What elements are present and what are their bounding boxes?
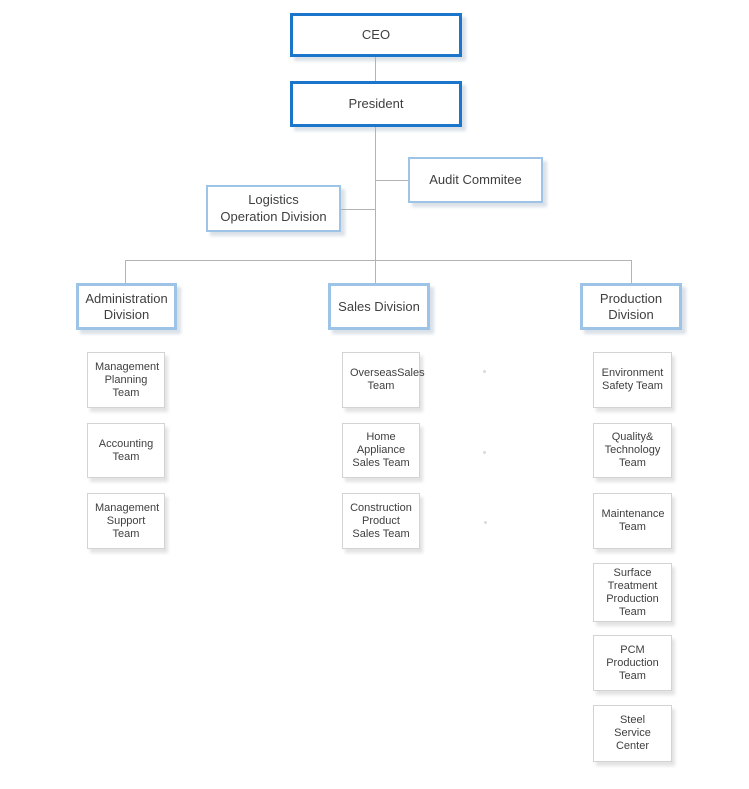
connector-logistics-stub xyxy=(341,209,376,210)
node-ceo-label: CEO xyxy=(361,27,391,43)
node-quality-technology-team: Quality& Technology Team xyxy=(593,423,672,478)
node-audit-committee: Audit Commitee xyxy=(408,157,543,203)
node-steel-service-center: Steel Service Center xyxy=(593,705,672,762)
stray-mark xyxy=(484,521,487,524)
node-pcm-production-team: PCM Production Team xyxy=(593,635,672,691)
node-management-planning-team: Management Planning Team xyxy=(87,352,165,408)
node-management-support-team: Management Support Team xyxy=(87,493,165,549)
node-audit-committee-label: Audit Commitee xyxy=(429,172,522,188)
node-surface-treatment-production-team: Surface Treatment Production Team xyxy=(593,563,672,622)
node-construction-product-sales-team: Construction Product Sales Team xyxy=(342,493,420,549)
team-label: Surface Treatment Production Team xyxy=(606,566,659,618)
team-label: Management Support Team xyxy=(95,501,160,540)
team-label: Environment Safety Team xyxy=(601,367,664,392)
node-administration-division: Administration Division xyxy=(76,283,177,330)
connector-production-drop xyxy=(631,260,632,283)
team-label: Maintenance Team xyxy=(601,508,665,533)
node-maintenance-team: Maintenance Team xyxy=(593,493,672,549)
connector-president-trunk xyxy=(375,127,376,283)
node-production-division: Production Division xyxy=(580,283,682,330)
node-logistics-operation-division: Logistics Operation Division xyxy=(206,185,341,232)
node-home-appliance-sales-team: Home Appliance Sales Team xyxy=(342,423,420,478)
stray-mark xyxy=(483,370,486,373)
connector-divisions-horizontal xyxy=(125,260,632,261)
node-logistics-label: Logistics Operation Division xyxy=(220,192,326,225)
node-president-label: President xyxy=(348,96,404,112)
node-production-division-label: Production Division xyxy=(599,291,663,322)
team-label: OverseasSales Team xyxy=(350,367,425,392)
node-sales-division: Sales Division xyxy=(328,283,430,330)
node-ceo: CEO xyxy=(290,13,462,57)
node-sales-division-label: Sales Division xyxy=(338,298,420,314)
team-label: Construction Product Sales Team xyxy=(350,501,412,540)
stray-mark xyxy=(483,451,486,454)
node-administration-division-label: Administration Division xyxy=(85,291,168,322)
team-label: Management Planning Team xyxy=(95,360,160,399)
connector-ceo-president xyxy=(375,57,376,81)
connector-admin-drop xyxy=(125,260,126,283)
node-overseas-sales-team: OverseasSales Team xyxy=(342,352,425,408)
node-president: President xyxy=(290,81,462,127)
team-label: Accounting Team xyxy=(98,437,154,463)
team-label: Steel Service Center xyxy=(614,714,651,752)
node-accounting-team: Accounting Team xyxy=(87,423,165,478)
team-label: Home Appliance Sales Team xyxy=(352,431,410,469)
connector-audit-stub xyxy=(376,180,408,181)
team-label: PCM Production Team xyxy=(606,643,659,682)
node-logistics-label-line1: Logistics xyxy=(248,192,299,208)
node-environment-safety-team: Environment Safety Team xyxy=(593,352,672,408)
node-logistics-label-line2: Operation Division xyxy=(220,208,327,224)
team-label: Quality& Technology Team xyxy=(604,431,661,469)
